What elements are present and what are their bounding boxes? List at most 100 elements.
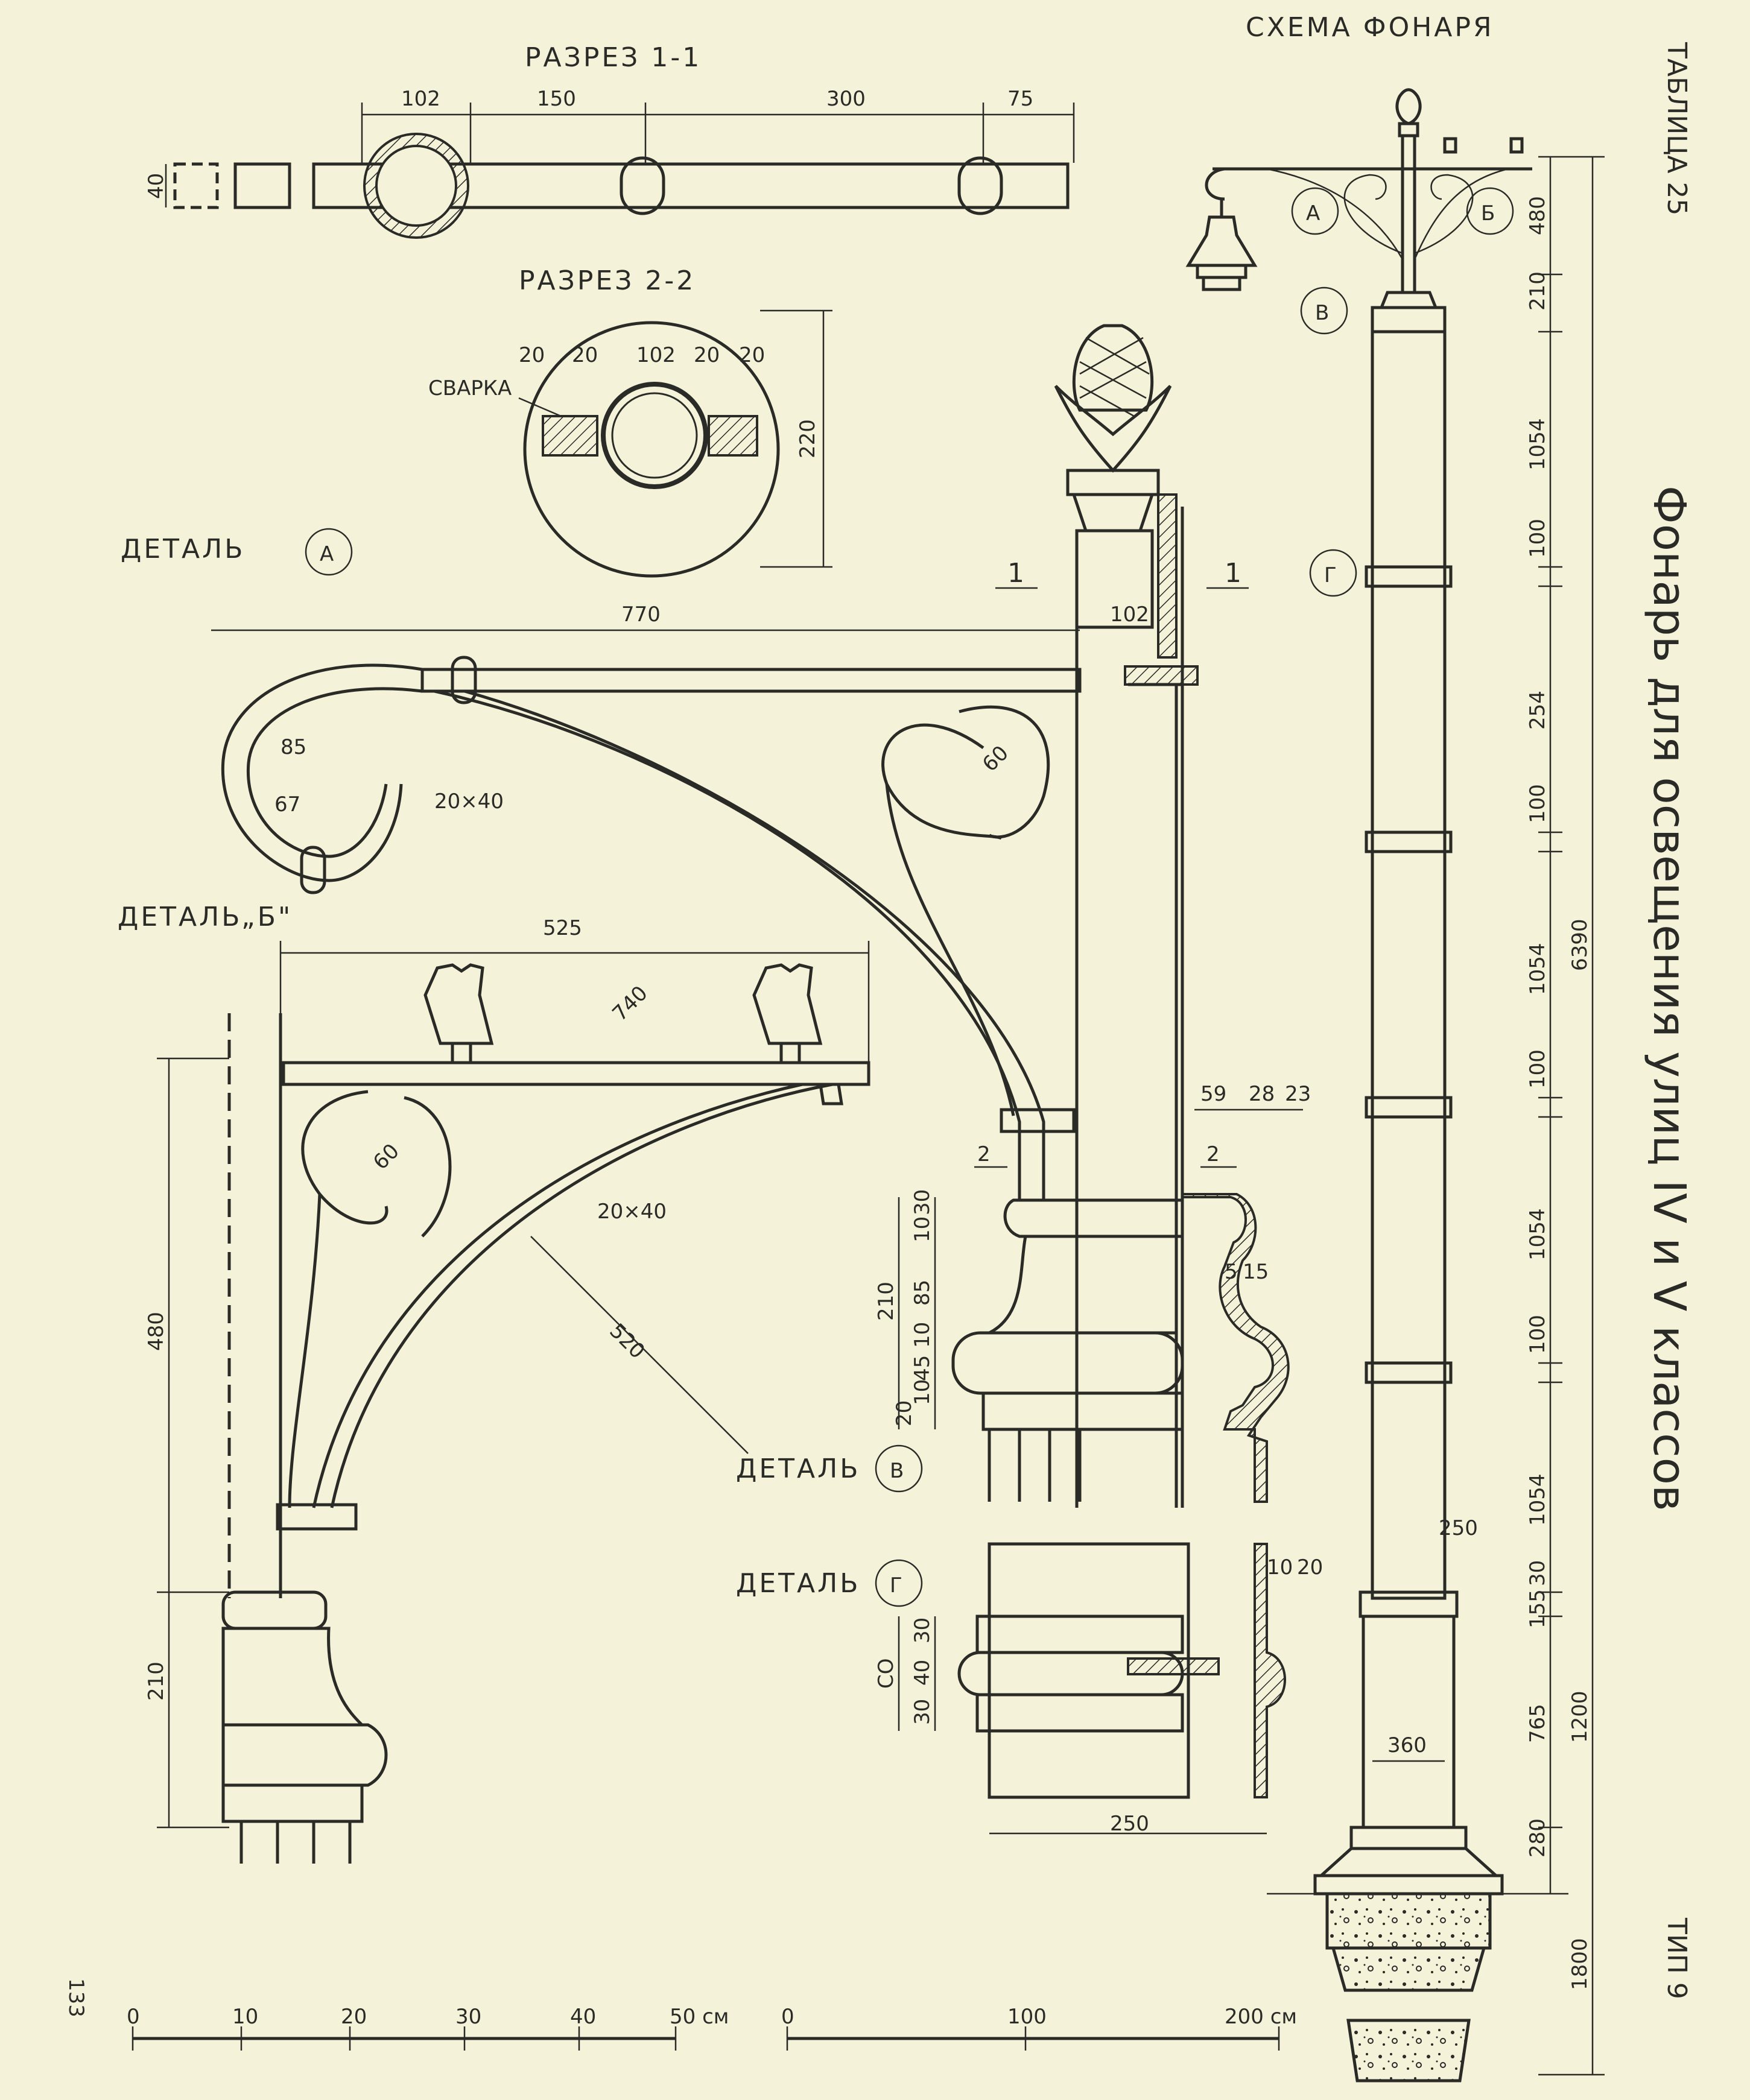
dim-210-v: 210 [874,1282,898,1321]
dim-s12: 30 [1526,1560,1550,1586]
scale-bars: 0 10 20 30 40 50 см 0 100 200 см [127,2005,1297,2051]
dim-s16: 1800 [1568,1938,1592,1990]
dim-28: 28 [1249,1082,1275,1106]
dim-20-c: 20 [694,343,720,367]
dim-520: 520 [604,1319,649,1364]
dim-85-v: 85 [910,1280,934,1306]
dim-30-g2: 30 [910,1699,934,1725]
scale1-tick-40: 40 [570,2005,596,2029]
dim-10-v2: 10 [910,1322,934,1348]
dim-s15: 280 [1526,1818,1550,1858]
table-label: ТАБЛИЦА 25 [1661,42,1692,215]
dim-s6: 100 [1526,784,1550,823]
detail-b: ДЕТАЛЬ „Б" 525 60 20×40 520 [118,902,870,1864]
section-mark-2-right: 2 [1206,1142,1220,1166]
dim-20-v: 20 [892,1400,916,1426]
dim-40: 40 [144,173,168,199]
dim-s2: 210 [1526,271,1550,311]
detail-a: ДЕТАЛЬ А 770 85 67 20×40 60 740 102 1 1 [121,528,1249,1200]
dim-210-b: 210 [144,1662,168,1701]
dim-s11: 1054 [1526,1473,1550,1526]
welding-label: СВАРКА [428,376,512,400]
scale1-tick-0: 0 [127,2005,140,2029]
dim-15: 15 [1243,1260,1269,1284]
dim-10-g: 10 [1267,1555,1293,1580]
dim-s10: 100 [1526,1315,1550,1354]
dim-10-v1: 10 [910,1216,934,1242]
section-2-2: РАЗРЕЗ 2-2 20 20 102 20 20 СВАРКА 220 [428,265,832,578]
section-mark-1-left: 1 [1007,558,1027,589]
dim-20-a: 20 [519,343,545,367]
dim-base: 1200 [1568,1690,1592,1743]
dim-r67: 67 [274,792,300,817]
dim-40-g: 40 [910,1660,934,1686]
dim-45-v: 45 [910,1355,934,1381]
detail-g-label: ДЕТАЛЬ [736,1568,860,1599]
dim-s1: 480 [1526,196,1550,235]
section-mark-2-left: 2 [977,1142,991,1166]
dim-s14: 765 [1526,1704,1550,1743]
scale2-tick-0: 0 [781,2005,794,2029]
scheme-heading: СХЕМА ФОНАРЯ [1246,12,1494,43]
dim-30-v: 30 [910,1189,934,1215]
section-1-heading: РАЗРЕЗ 1-1 [525,42,702,73]
scale1-tick-10: 10 [232,2005,258,2029]
dim-s3: 1054 [1526,418,1550,470]
dim-300: 300 [826,87,866,111]
dim-20-d: 20 [739,343,765,367]
scheme-mark-v: В [1315,301,1329,325]
detail-a-mark: А [320,542,334,566]
dim-250-shaft: 250 [1439,1516,1478,1540]
dim-s5: 254 [1526,691,1550,730]
dim-102-pipe: 102 [1110,602,1149,627]
page-number: 133 [64,1978,88,2017]
dim-360-base: 360 [1387,1733,1427,1757]
scale2-end: 200 см [1225,2005,1297,2029]
dim-20-g: 20 [1297,1555,1323,1580]
dim-30-g1: 30 [910,1618,934,1643]
type-label: ТИП 9 [1661,1917,1692,1999]
drawing-title: Фонарь для освещения улиц IV и V классов [1643,485,1695,1511]
detail-v: 2 2 59 28 23 5 15 10 30 85 10 45 10 20 2… [736,1082,1311,1503]
dim-220: 220 [796,419,820,458]
scale1-tick-20: 20 [341,2005,367,2029]
dim-23: 23 [1285,1082,1311,1106]
dim-75: 75 [1007,87,1033,111]
scale1-end: 50 см [670,2005,729,2029]
section-mark-1-right: 1 [1225,558,1244,589]
dim-overall: 6390 [1568,919,1592,971]
dim-s4: 100 [1526,519,1550,558]
dim-740: 740 [607,981,652,1026]
detail-v-label: ДЕТАЛЬ [736,1453,860,1484]
detail-b-label: ДЕТАЛЬ [118,902,242,932]
scheme-mark-a: А [1306,201,1320,226]
dim-59: 59 [1200,1082,1226,1106]
detail-g: ДЕТАЛЬ Г 10 20 30 40 30 СО 250 [736,1542,1323,1836]
dim-s8: 100 [1526,1049,1550,1089]
dim-bar-a: 20×40 [434,789,504,814]
dim-bar-b: 20×40 [597,1200,667,1224]
pole-top-finial [1054,324,1199,1508]
dim-150: 150 [537,87,576,111]
dim-770: 770 [621,602,661,627]
scale2-tick-100: 100 [1007,2005,1047,2029]
dim-s13: 155 [1526,1589,1550,1628]
scale1-tick-30: 30 [455,2005,481,2029]
section-2-heading: РАЗРЕЗ 2-2 [519,265,696,296]
dim-102-b: 102 [636,343,676,367]
dim-s7: 1054 [1526,943,1550,995]
dim-10-v3: 10 [910,1379,934,1405]
lamp-scheme: СХЕМА ФОНАРЯ [1185,12,1605,2083]
dim-5: 5 [1225,1260,1238,1284]
detail-g-mark: Г [890,1573,902,1598]
dim-s9: 1054 [1526,1208,1550,1260]
dim-480-b: 480 [144,1312,168,1351]
dim-102: 102 [401,87,440,111]
dim-250-g: 250 [1110,1812,1149,1836]
dim-525: 525 [543,916,582,940]
title-block: ТАБЛИЦА 25 Фонарь для освещения улиц IV … [64,42,1695,2017]
detail-b-mark: „Б" [241,902,293,932]
detail-a-label: ДЕТАЛЬ [121,534,245,565]
scheme-mark-g: Г [1324,563,1337,587]
